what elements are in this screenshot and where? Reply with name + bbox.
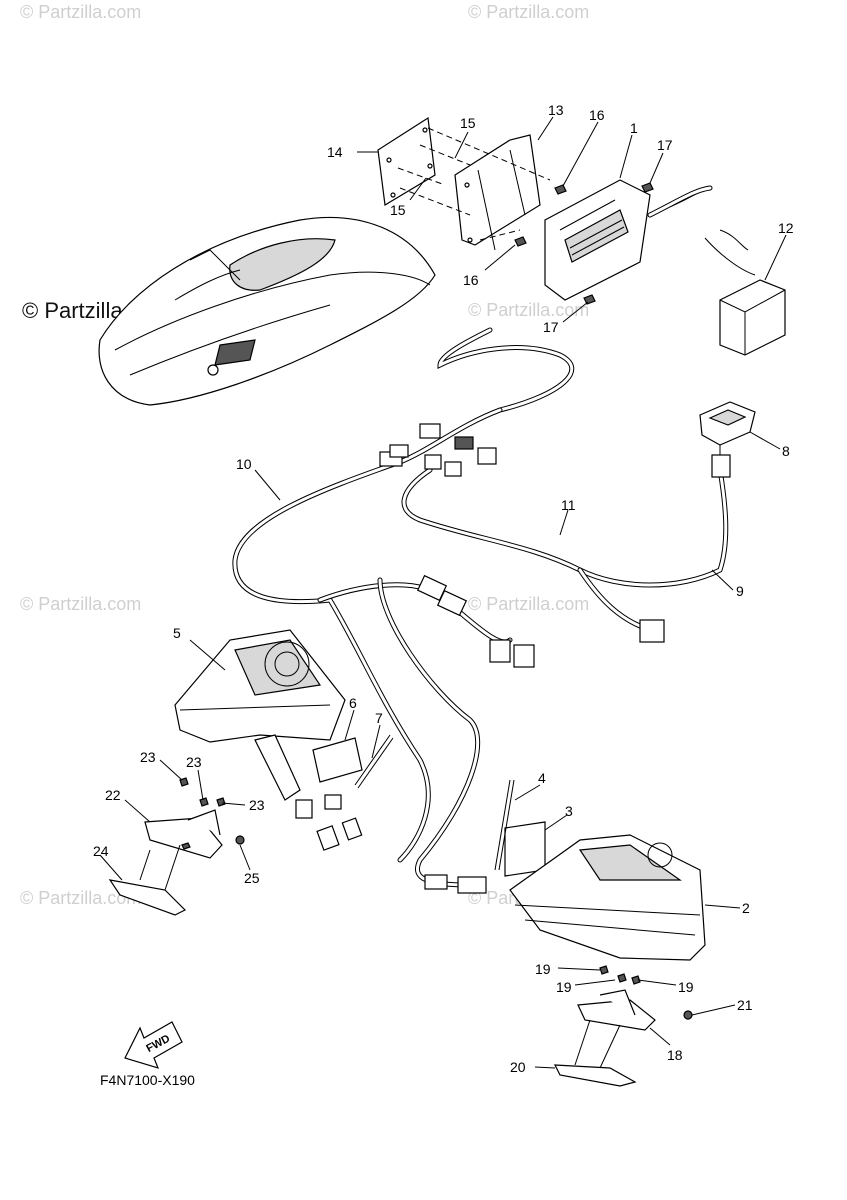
callout-17: 17 [657,137,673,153]
callout-6: 6 [349,695,357,711]
control-unit [544,179,651,301]
callout-23: 23 [186,754,202,770]
callout-19: 19 [535,961,551,977]
callout-11: 11 [561,497,576,513]
callout-8: 8 [782,443,790,459]
callout-21: 21 [737,997,753,1013]
forward-arrow-icon: FWD [124,1021,183,1069]
callout-2: 2 [742,900,750,916]
callout-23: 23 [249,797,265,813]
strap [354,734,391,786]
callout-16: 16 [463,272,479,288]
callout-18: 18 [667,1047,683,1063]
watercraft-illustration [98,216,436,406]
callout-4: 4 [538,770,546,786]
watermark: © Partzilla.com [20,594,142,614]
callout-12: 12 [778,220,794,236]
watermark: © Partzilla.com [468,300,590,320]
speaker-left [174,629,346,801]
callout-3: 3 [565,803,573,819]
bracket [454,134,541,251]
callout-25: 25 [244,870,260,886]
callout-24: 24 [93,843,109,859]
callout-16: 16 [589,107,605,123]
leader-lines [99,116,787,1069]
speaker-bracket-left [108,777,245,916]
strap [494,779,511,871]
speaker-bracket-right [554,965,693,1087]
bolt [514,182,654,305]
callout-10: 10 [236,456,252,472]
callout-1: 1 [630,120,638,136]
mounting-plate [377,116,436,206]
label [312,737,363,783]
callout-17: 17 [543,319,559,335]
callout-9: 9 [736,583,744,599]
callout-14: 14 [327,144,343,160]
diagram-code: F4N7100-X190 [100,1072,195,1088]
callout-7: 7 [375,710,383,726]
callout-5: 5 [173,625,181,641]
callout-15: 15 [460,115,476,131]
callout-15: 15 [390,202,406,218]
callout-22: 22 [105,787,121,803]
speaker-right [509,834,706,961]
connector [295,423,731,894]
watermark: © Partzilla.com [20,888,142,908]
callout-23: 23 [140,749,156,765]
watermark: © Partzilla.com [468,2,590,22]
callout-20: 20 [510,1059,526,1075]
callout-19: 19 [678,979,694,995]
callout-13: 13 [548,102,564,118]
callout-19: 19 [556,979,572,995]
watermark: © Partzilla.com [468,594,590,614]
label [504,821,546,877]
watermark: © Partzilla.com [20,2,142,22]
switch [699,401,756,455]
battery-box [704,229,786,356]
